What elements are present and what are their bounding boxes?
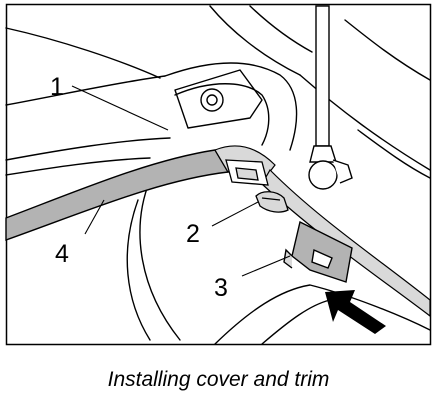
lower-curve [139,179,181,341]
callout-3: 3 [214,274,228,302]
pillar-inner [174,83,270,146]
rear-edge-strip [261,169,431,318]
roof-edge-line [5,27,161,79]
rear-pillar-line-3 [357,129,431,179]
figure-caption: Installing cover and trim [107,368,330,391]
floor-edge [214,284,431,345]
clip [255,191,289,213]
leader-line-1 [71,85,169,131]
leader-line-3 [241,255,291,277]
pillar-outline [164,62,298,151]
lower-curve-2 [126,199,151,341]
callout-4: 4 [55,240,69,268]
bolt-center [206,94,218,106]
roof-edge-line-2 [5,75,166,106]
diagram-frame [5,3,432,346]
cover [283,220,353,283]
bolt-bracket [174,69,263,129]
bolt-head [200,88,224,112]
opening-line [5,137,171,161]
leader-line-2 [211,201,259,227]
floor-edge-2 [261,299,331,345]
upper-panel-line-2 [249,5,313,53]
callout-2: 2 [186,220,200,248]
rear-pillar-line [299,74,431,171]
leader-line-4 [84,199,105,235]
rear-pillar-line-2 [344,19,431,81]
gas-strut [308,5,353,190]
retaining-bracket [225,159,269,186]
callout-1: 1 [50,73,64,101]
upper-panel-line [209,5,301,76]
opening-line-2 [5,157,151,176]
direction-arrow [325,290,386,334]
